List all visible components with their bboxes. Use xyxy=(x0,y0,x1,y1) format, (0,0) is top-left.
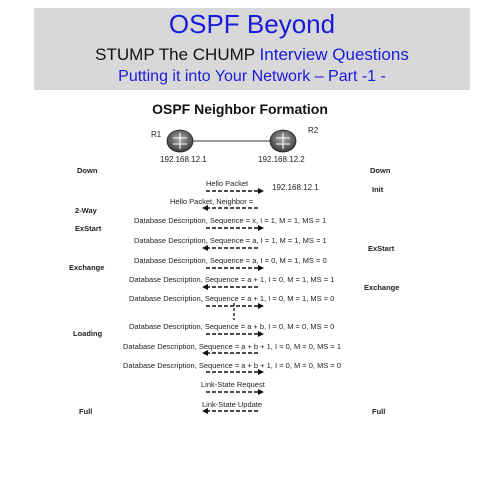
message-label: Database Description, Sequence = a + b +… xyxy=(123,342,342,351)
arrowhead-icon xyxy=(258,303,264,309)
router-r1-icon xyxy=(166,129,194,153)
page-subtitle-2: Putting it into Your Network – Part -1 - xyxy=(118,68,386,85)
message-label: Database Description, Sequence = a + 1, … xyxy=(129,275,335,284)
r2-ip: 192.168.12.2 xyxy=(258,155,305,164)
arrowhead-icon xyxy=(258,188,264,194)
r1-state: Down xyxy=(77,166,98,175)
hello-source-ip: 192.168.12.1 xyxy=(272,183,319,192)
subtitle-black: STUMP The CHUMP xyxy=(95,45,255,64)
message-label: Link-State Update xyxy=(202,400,263,409)
arrowhead-icon xyxy=(258,265,264,271)
r1-state: Exchange xyxy=(69,263,105,272)
message-label: Hello Packet xyxy=(206,179,249,188)
page-subtitle: STUMP The CHUMP Interview Questions xyxy=(34,44,470,66)
r2-state: ExStart xyxy=(368,244,395,253)
arrowhead-icon xyxy=(258,369,264,375)
message-label: Hello Packet, Neighbor = xyxy=(170,197,254,206)
r2-state: Exchange xyxy=(364,283,400,292)
r1-state: Loading xyxy=(73,329,103,338)
diagram-title: OSPF Neighbor Formation xyxy=(152,101,328,117)
r2-state: Full xyxy=(372,407,386,416)
arrowhead-icon xyxy=(202,205,208,211)
r2-state: Down xyxy=(370,166,391,175)
message-label: Database Description, Sequence = x, I = … xyxy=(134,216,327,225)
arrowhead-icon xyxy=(258,225,264,231)
message-label: Database Description, Sequence = a + b, … xyxy=(129,322,335,331)
message-label: Database Description, Sequence = a + b +… xyxy=(123,361,342,370)
message-label: Database Description, Sequence = a + 1, … xyxy=(129,294,335,303)
r2-label: R2 xyxy=(308,126,319,135)
header-banner xyxy=(34,8,470,90)
page-title: OSPF Beyond xyxy=(168,9,336,39)
r1-state: Full xyxy=(79,407,93,416)
arrowhead-icon xyxy=(202,408,208,414)
message-label: Link-State Request xyxy=(201,380,265,389)
arrowhead-icon xyxy=(202,284,208,290)
r1-state: 2-Way xyxy=(75,206,97,215)
r1-label: R1 xyxy=(151,130,162,139)
r2-state: Init xyxy=(372,185,384,194)
arrowhead-icon xyxy=(202,350,208,356)
subtitle-blue: Interview Questions xyxy=(259,45,409,64)
r1-ip: 192.168.12.1 xyxy=(160,155,207,164)
message-label: Database Description, Sequence = a, I = … xyxy=(134,256,327,265)
arrowhead-icon xyxy=(202,245,208,251)
r1-state: ExStart xyxy=(75,224,102,233)
arrowhead-icon xyxy=(258,331,264,337)
message-arrows xyxy=(202,188,264,414)
router-r2-icon xyxy=(269,129,297,153)
arrowhead-icon xyxy=(258,389,264,395)
message-label: Database Description, Sequence = a, I = … xyxy=(134,236,327,245)
